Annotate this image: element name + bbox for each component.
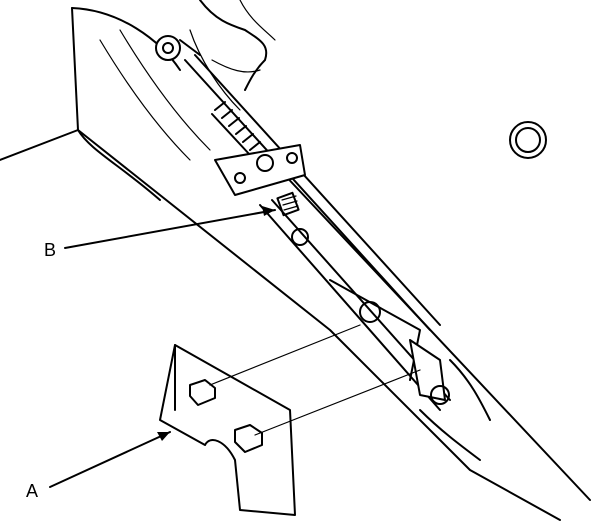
washer <box>509 121 547 159</box>
callout-label-a: A <box>26 481 39 501</box>
callout-arrows <box>49 206 276 488</box>
leader-lines <box>209 324 421 436</box>
equalizer-bracket <box>214 144 306 196</box>
adjusting-nut <box>276 191 300 217</box>
cable-spring <box>211 101 261 156</box>
cover-panel <box>159 344 296 516</box>
brake-cable <box>184 54 591 501</box>
cable-connector <box>409 339 491 461</box>
pivot-bolt <box>155 35 201 61</box>
upper-casting <box>199 0 276 91</box>
lever-housing-panel <box>0 7 561 521</box>
callout-label-b: B <box>44 240 57 260</box>
